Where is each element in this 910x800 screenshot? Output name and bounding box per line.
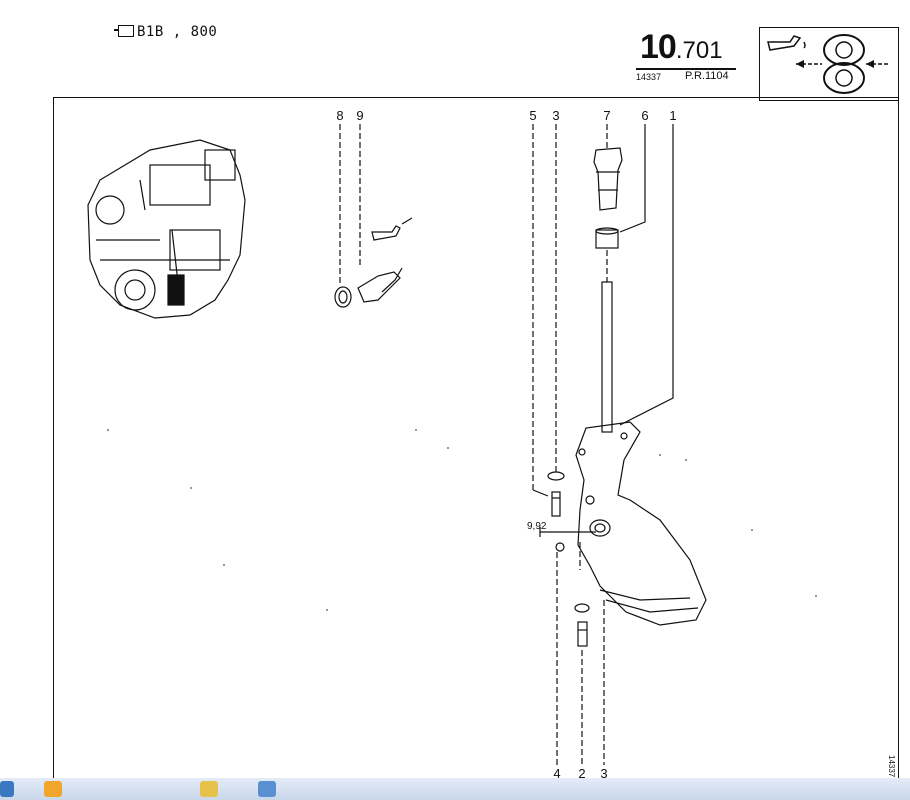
page-number-main: 10 xyxy=(640,28,677,66)
callout-6: 6 xyxy=(641,108,649,123)
page-number: 10.701 xyxy=(640,28,723,67)
callout-3-top: 3 xyxy=(552,108,560,123)
folder-icon[interactable] xyxy=(44,781,62,797)
page-number-sub: .701 xyxy=(675,37,723,64)
page-number-rule xyxy=(636,68,736,70)
dimension-label: 9,92 xyxy=(527,521,547,532)
bush xyxy=(595,227,619,249)
oil-pump-gear-icon xyxy=(767,34,888,94)
engine-illustration xyxy=(87,139,246,319)
bolt-washer-lower xyxy=(574,603,590,647)
callout-5: 5 xyxy=(529,108,537,123)
engine-symbol-icon xyxy=(114,25,134,37)
model-label: B1B , 800 xyxy=(114,24,218,40)
window-icon[interactable] xyxy=(258,781,276,797)
callout-4: 4 xyxy=(553,766,561,781)
side-reference: 14337 xyxy=(887,755,896,778)
oil-pump xyxy=(575,281,707,626)
model-text: B1B , 800 xyxy=(137,24,218,40)
callout-7: 7 xyxy=(603,108,611,123)
start-icon[interactable] xyxy=(0,781,14,797)
callout-9: 9 xyxy=(356,108,364,123)
callout-2: 2 xyxy=(578,766,586,781)
callout-8: 8 xyxy=(336,108,344,123)
oil-pump-symbol-box xyxy=(759,27,899,101)
callout-1: 1 xyxy=(669,108,677,123)
pr-code: P.R.1104 xyxy=(685,70,729,82)
bolt-washer-upper xyxy=(547,471,565,517)
oil-pressure-sensor xyxy=(334,217,413,308)
callout-3-bottom: 3 xyxy=(600,766,608,781)
drive-gear xyxy=(593,147,623,211)
taskbar xyxy=(0,778,910,800)
folder-icon-2[interactable] xyxy=(200,781,218,797)
reference-number: 14337 xyxy=(636,72,662,82)
